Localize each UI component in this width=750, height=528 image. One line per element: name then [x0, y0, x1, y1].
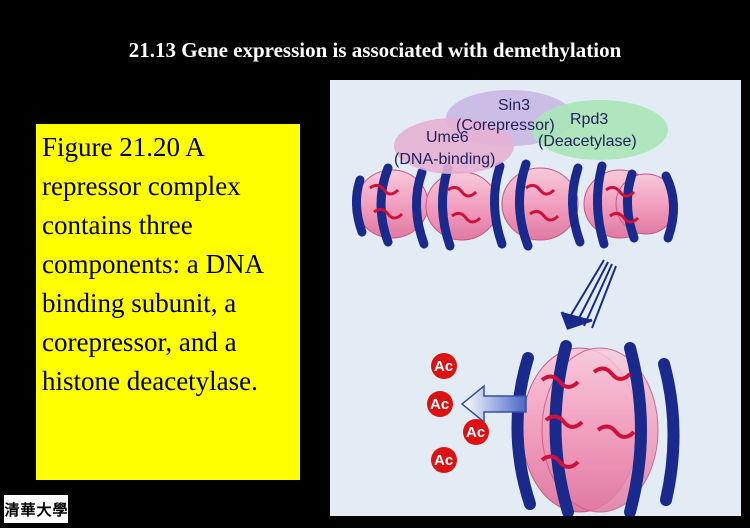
nucleosome	[425, 171, 499, 241]
acetyl-label: Ac	[466, 424, 485, 441]
dna-wrap-upper	[352, 159, 679, 251]
nucleosome-expanded	[511, 340, 680, 516]
chromatin-fiber-upper	[352, 159, 679, 251]
repressor-complex-figure: Sin3 (Corepressor) Rpd3 (Deacetylase) Um…	[330, 80, 741, 516]
repressor-complex	[394, 90, 668, 174]
figure-drawing: Sin3 (Corepressor) Rpd3 (Deacetylase) Um…	[352, 90, 680, 516]
acetyl-label: Ac	[434, 358, 453, 375]
nucleosome	[501, 167, 579, 241]
acetyl-group	[463, 419, 489, 445]
deacetylase-label: (Deacetylase)	[538, 133, 637, 150]
ume6-label: Ume6	[426, 129, 469, 146]
slide-title: 21.13 Gene expression is associated with…	[128, 38, 622, 62]
logo-glyph: 清	[4, 500, 20, 519]
ume6-subunit	[394, 118, 514, 174]
figure-caption: Figure 21.20 A repressor complex contain…	[36, 124, 300, 480]
acetyl-group	[427, 391, 453, 417]
histone-tails-upper	[369, 183, 640, 224]
acetyl-label: Ac	[430, 396, 449, 413]
corepressor-label: (Corepressor)	[456, 117, 555, 134]
rpd3-subunit	[532, 100, 668, 160]
logo-glyph: 學	[52, 500, 68, 519]
sin3-label: Sin3	[498, 97, 530, 114]
acetyl-label: Ac	[434, 452, 453, 469]
acetyl-group	[431, 447, 457, 473]
rpd3-label: Rpd3	[570, 111, 608, 128]
dna-binding-label: (DNA-binding)	[394, 151, 495, 168]
acetyl-release-arrow	[460, 384, 527, 424]
logo-glyph: 華	[20, 500, 36, 519]
logo-glyph: 大	[36, 500, 52, 519]
transition-arrow	[560, 259, 617, 330]
acetyl-group	[431, 353, 457, 379]
university-logo: 清 華 大 學	[4, 495, 68, 523]
acetyl-groups: Ac Ac Ac Ac	[427, 353, 489, 473]
